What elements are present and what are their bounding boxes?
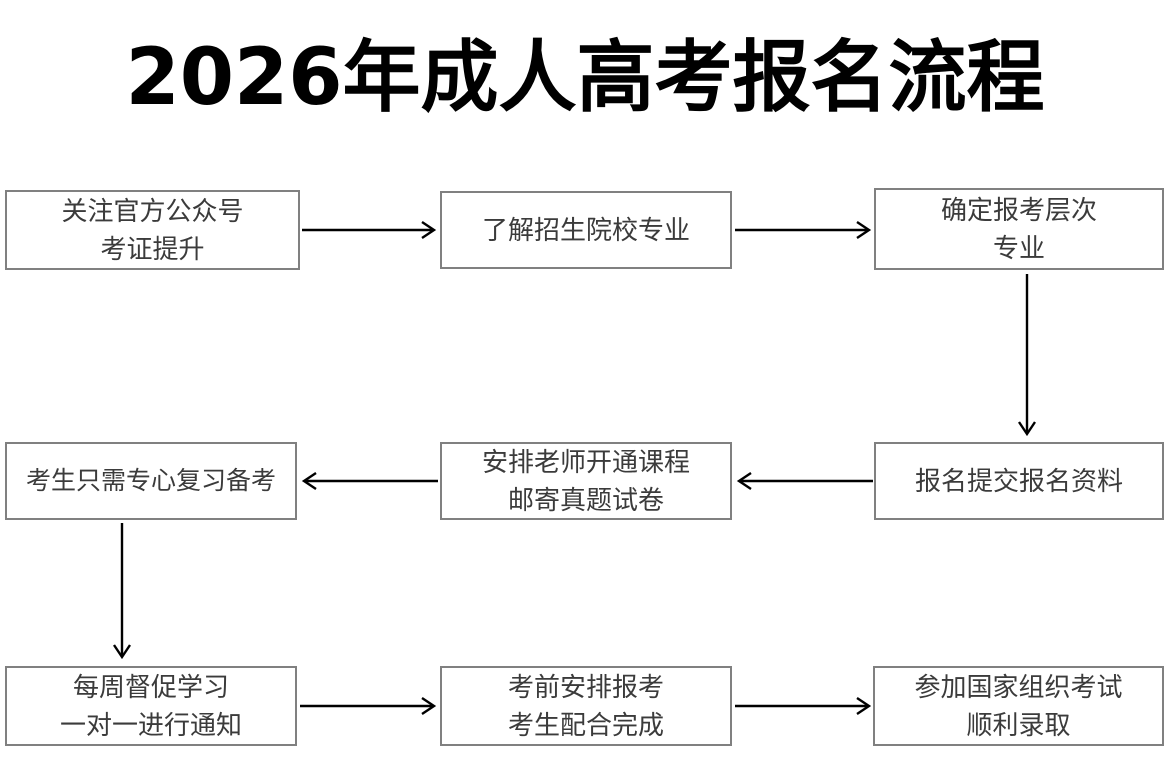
node-line-1: 报名提交报名资料: [914, 466, 1123, 496]
flow-node-follow-official-account[interactable]: 关注官方公众号 考证提升: [5, 190, 300, 270]
arrow-n6-to-n7: [108, 521, 136, 666]
node-line-1: 了解招生院校专业: [481, 215, 690, 245]
node-line-2: 一对一进行通知: [59, 710, 242, 740]
node-line-2: 考证提升: [100, 234, 205, 264]
arrow-n4-to-n5: [733, 469, 875, 493]
arrow-n7-to-n8: [298, 694, 440, 718]
flow-node-pre-exam-registration[interactable]: 考前安排报考 考生配合完成: [440, 666, 732, 746]
arrow-n1-to-n2: [300, 218, 440, 242]
flow-node-teacher-course-materials[interactable]: 安排老师开通课程 邮寄真题试卷: [440, 442, 732, 520]
node-line-2: 考生配合完成: [507, 710, 664, 740]
node-line-1: 参加国家组织考试: [914, 672, 1123, 702]
arrow-n5-to-n6: [298, 469, 440, 493]
page-title: 2026年成人高考报名流程: [125, 33, 1045, 123]
flow-node-choose-level-major[interactable]: 确定报考层次 专业: [874, 188, 1164, 270]
flow-node-student-focus-review[interactable]: 考生只需专心复习备考: [5, 442, 297, 520]
node-line-2: 邮寄真题试卷: [507, 485, 664, 515]
flow-node-take-national-exam[interactable]: 参加国家组织考试 顺利录取: [873, 666, 1164, 746]
node-line-2: 顺利录取: [966, 710, 1071, 740]
arrow-n3-to-n4: [1013, 272, 1041, 442]
node-line-1: 考前安排报考: [507, 672, 664, 702]
node-line-1: 安排老师开通课程: [481, 447, 690, 477]
flow-node-weekly-supervision[interactable]: 每周督促学习 一对一进行通知: [5, 666, 297, 746]
node-line-1: 关注官方公众号: [61, 196, 244, 226]
node-line-1: 考生只需专心复习备考: [25, 467, 276, 495]
node-line-1: 确定报考层次: [940, 195, 1097, 225]
flow-node-submit-application[interactable]: 报名提交报名资料: [874, 442, 1164, 520]
node-line-2: 专业: [992, 233, 1045, 263]
arrow-n8-to-n9: [733, 694, 875, 718]
arrow-n2-to-n3: [733, 218, 875, 242]
node-line-1: 每周督促学习: [72, 672, 229, 702]
flow-node-learn-schools-majors[interactable]: 了解招生院校专业: [440, 191, 732, 269]
